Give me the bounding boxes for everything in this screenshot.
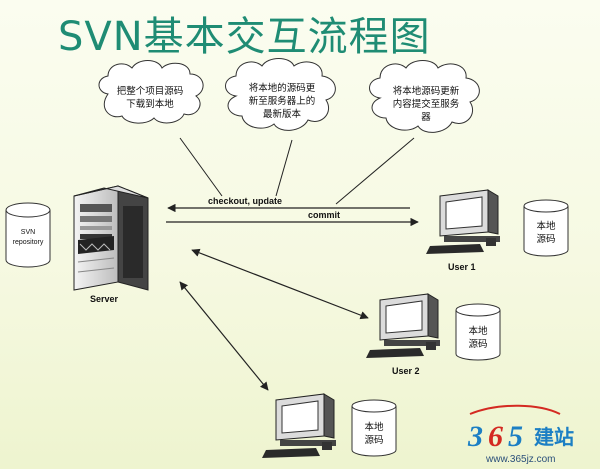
server-user3-arrow (179, 281, 269, 391)
cloud-2-line-2: 新至服务器上的 (249, 95, 316, 107)
cloud-callout-commit: 将本地源码更新 内容提交至服务 器 (369, 60, 480, 133)
checkout-update-label: checkout, update (208, 196, 282, 206)
user-3-db-line-2: 源码 (364, 435, 383, 446)
logo-url: www.365jz.com (485, 454, 555, 465)
user-2-label: User 2 (392, 366, 420, 376)
server-tower-icon (73, 185, 149, 291)
cloud-3-pointer (335, 137, 415, 205)
repository-label-line-2: repository (13, 239, 44, 246)
user-1-db-line-1: 本地 (536, 220, 556, 232)
user-3-local-source-cylinder: 本地 源码 (351, 399, 397, 457)
svn-repository-cylinder: SVN repository (5, 202, 51, 268)
user-1-local-source-cylinder: 本地 源码 (523, 199, 569, 257)
logo-swoosh (469, 404, 561, 415)
cloud-2-line-1: 将本地的源码更 (249, 82, 316, 94)
cloud-callout-checkout: 把整个项目源码 下载到本地 (98, 60, 204, 124)
cloud-2-pointer (275, 139, 293, 197)
logo-digit-5: 5 (508, 420, 523, 453)
user-3-db-line-1: 本地 (364, 421, 384, 433)
repository-label-line-1: SVN (21, 229, 35, 236)
cloud-1-pointer (179, 137, 223, 197)
user-2-local-source-cylinder: 本地 源码 (455, 303, 501, 361)
server-label: Server (90, 294, 119, 304)
user-2-db-line-1: 本地 (468, 325, 488, 337)
commit-label: commit (308, 210, 340, 220)
server-user2-arrow (191, 248, 369, 320)
watermark-logo: 3 6 5 建站 www.365jz.com (467, 404, 574, 465)
cloud-2-line-3: 最新版本 (263, 108, 302, 120)
page-title: SVN基本交互流程图 (58, 14, 431, 60)
user-1-db-line-2: 源码 (536, 234, 555, 245)
cloud-1-line-2: 下载到本地 (126, 98, 174, 110)
user-1-computer-icon (426, 189, 500, 254)
user-2-computer-icon (366, 293, 440, 358)
user-1-label: User 1 (448, 262, 476, 272)
user-3-computer-icon (262, 393, 336, 458)
cloud-callout-update: 将本地的源码更 新至服务器上的 最新版本 (225, 58, 336, 131)
logo-digit-3: 3 (467, 420, 483, 453)
cloud-1-line-1: 把整个项目源码 (117, 85, 184, 97)
cloud-3-line-3: 器 (421, 112, 431, 123)
user-2-db-line-2: 源码 (468, 339, 487, 350)
cloud-3-line-1: 将本地源码更新 (393, 85, 460, 97)
logo-chinese-text: 建站 (534, 425, 574, 449)
logo-digit-6: 6 (488, 420, 503, 453)
cloud-3-line-2: 内容提交至服务 (393, 98, 460, 110)
